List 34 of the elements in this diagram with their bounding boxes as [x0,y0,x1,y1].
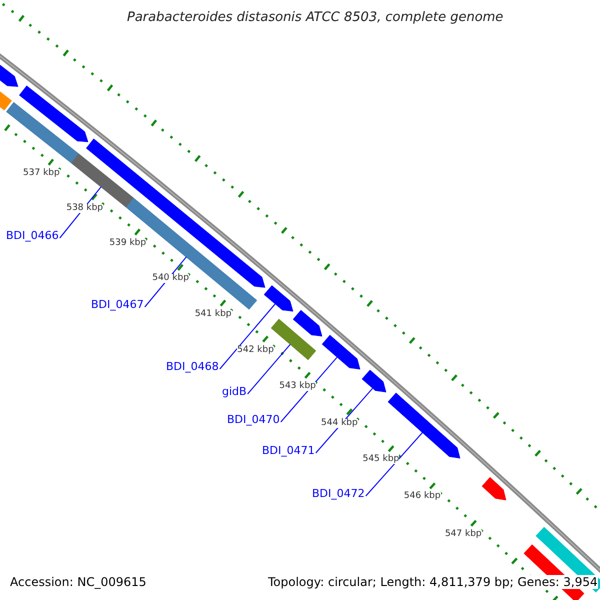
leader-line [280,356,338,422]
scale-label: 542 kbp [237,346,274,355]
gene-feature [482,477,506,500]
gene-feature [362,370,386,392]
gene-label: gidB [222,386,247,397]
accession-text: Accession: NC_009615 [10,575,146,589]
scale-label: 539 kbp [109,239,146,248]
map-title: Parabacteroides distasonis ATCC 8503, complete genome [127,11,504,24]
gene-feature [86,138,266,288]
scale-label: 546 kbp [404,492,441,502]
gene-feature [264,285,294,312]
leader-line [247,344,291,394]
leader-line [365,432,423,496]
gene-label: BDI_0472 [312,488,365,499]
gene-label: BDI_0471 [262,445,315,456]
scale-label: 541 kbp [194,310,232,320]
gene-feature [19,86,88,142]
gene-feature [322,334,360,370]
leader-line [315,388,374,454]
scale-label: 547 kbp [444,530,482,539]
scale-label: 544 kbp [321,418,358,428]
scale-label: 537 kbp [23,169,60,178]
gene-feature [6,102,79,164]
gene-label: BDI_0466 [6,230,59,241]
scale-label: 538 kbp [66,204,104,214]
scale-label: 540 kbp [152,274,189,284]
gene-feature [292,310,322,336]
gene-label: BDI_0470 [227,414,280,425]
gene-label: BDI_0467 [91,299,144,310]
gene-label: BDI_0468 [166,361,219,372]
scale-label: 543 kbp [279,382,316,392]
leader-line [219,304,276,370]
scale-label: 545 kbp [362,455,400,464]
genome-stats-text: Topology: circular; Length: 4,811,379 bp; Genes: 3,954 [268,575,598,589]
